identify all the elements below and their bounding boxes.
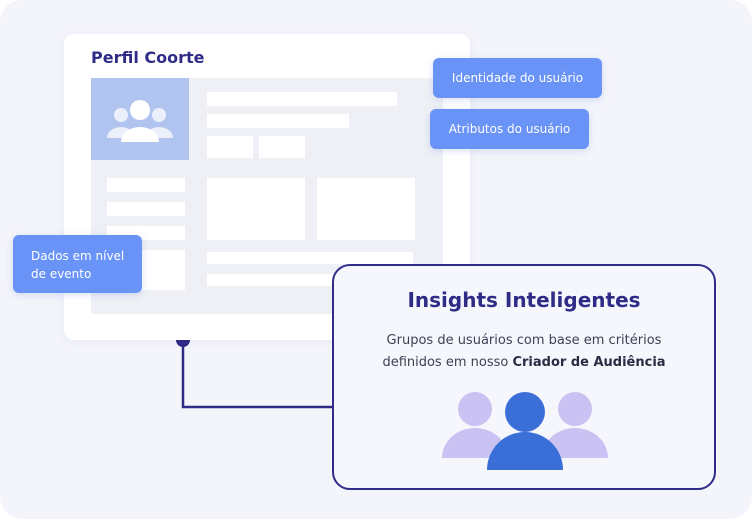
placeholder-chip bbox=[259, 136, 305, 158]
insights-description: Grupos de usuários com base em critérios… bbox=[354, 330, 694, 374]
tag-event-data: Dados em nível de evento bbox=[13, 235, 142, 293]
insights-description-line: definidos em nosso Criador de Audiência bbox=[354, 352, 694, 374]
user-group-icon bbox=[442, 392, 608, 470]
insights-description-line: Grupos de usuários com base em critérios bbox=[386, 333, 662, 348]
avatar bbox=[91, 78, 189, 160]
placeholder-block bbox=[317, 178, 415, 240]
placeholder-line bbox=[207, 92, 397, 106]
tag-label: Atributos do usuário bbox=[448, 122, 571, 136]
tag-user-attributes: Atributos do usuário bbox=[430, 109, 589, 149]
placeholder-line bbox=[107, 178, 185, 192]
placeholder-line bbox=[207, 252, 413, 264]
profile-title: Perfil Coorte bbox=[91, 48, 205, 67]
placeholder-line bbox=[207, 114, 349, 128]
tag-user-identity: Identidade do usuário bbox=[433, 58, 602, 98]
users-icon bbox=[107, 100, 173, 142]
insights-description-text: definidos em nosso bbox=[382, 355, 509, 370]
insights-card: Insights Inteligentes Grupos de usuários… bbox=[332, 264, 716, 490]
tag-label: Identidade do usuário bbox=[451, 71, 584, 85]
placeholder-block bbox=[207, 178, 305, 240]
placeholder-line bbox=[107, 202, 185, 216]
placeholder-chip bbox=[207, 136, 253, 158]
tag-label: Dados em nível de evento bbox=[31, 249, 125, 281]
audience-builder-highlight: Criador de Audiência bbox=[512, 355, 666, 370]
insights-title: Insights Inteligentes bbox=[407, 288, 641, 312]
